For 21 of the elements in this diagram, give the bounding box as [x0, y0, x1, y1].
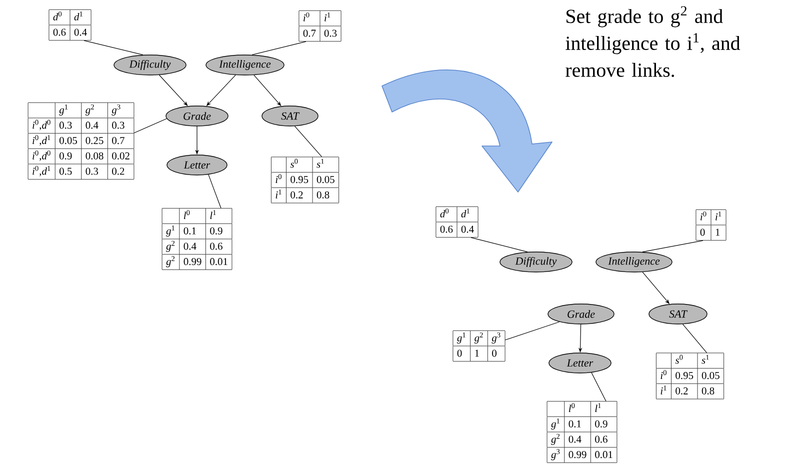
probability-table: g$^{1}$ g$^{2}$ g$^{3}$ i$^{0}$,d$^{0}$ 0.3 0.4 0.3 i$^{0}$,d$^{1}$ 0.05 0.25 0.7 i$^{0}$,d$^{0}$ 0.9 0.08 0.02 i$^{0}$,d$^{1}$ 0.5 0.3 0.2 — [28, 102, 134, 180]
leader-line — [682, 324, 708, 354]
probability-table: l$^{0}$ l$^{1}$ g$^{1}$ 0.1 0.9 g$^{2}$ 0.4 0.6 g$^{3}$ 0.99 0.01 — [546, 401, 618, 463]
instruction-text: Set grade to g$^{2}$ and intelligence to i$^{1}$, and remove links. — [566, 6, 740, 77]
leader-line — [252, 41, 306, 56]
probability-table: d$^{0}$ d$^{1}$ 0.6 0.4 — [48, 9, 92, 41]
probability-table: g$^{1}$ g$^{2}$ g$^{3}$ 0 1 0 — [452, 330, 506, 362]
probability-table: i$^{0}$ i$^{1}$ 0 1 — [696, 209, 726, 241]
probability-table: d$^{0}$ d$^{1}$ 0.6 0.4 — [436, 206, 478, 238]
probability-table: s$^{0}$ s$^{1}$ i$^{0}$ 0.95 0.05 i$^{1}$ 0.2 0.8 — [656, 352, 724, 400]
leader-line — [470, 237, 528, 252]
probability-table: l$^{0}$ l$^{1}$ g$^{1}$ 0.1 0.9 g$^{2}$ 0.4 0.6 g$^{2}$ 0.99 0.01 — [162, 208, 232, 270]
leader-line — [208, 174, 222, 208]
leader-line — [642, 240, 704, 252]
leader-line — [84, 40, 144, 56]
leader-line — [294, 126, 322, 158]
leader-line — [591, 372, 606, 402]
probability-table: i$^{0}$ i$^{1}$ 0.7 0.3 — [298, 10, 342, 42]
leader-line — [504, 322, 560, 340]
probability-table: s$^{0}$ s$^{1}$ i$^{0}$ 0.95 0.05 i$^{1}$ 0.2 0.8 — [271, 156, 339, 204]
leader-line — [134, 118, 167, 134]
